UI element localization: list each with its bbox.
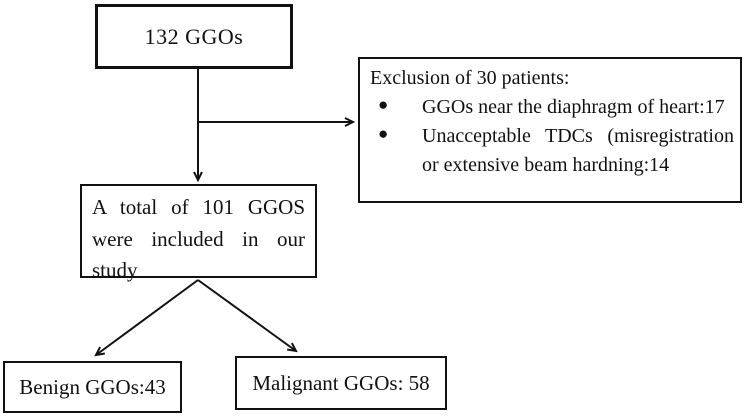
node-total-label: 132 GGOs bbox=[144, 23, 244, 49]
arrow-included-to-benign bbox=[94, 279, 199, 357]
exclusion-bullet-item: ● Unacceptable TDCs (misregistration or … bbox=[370, 122, 734, 180]
bullet-icon: ● bbox=[378, 95, 389, 114]
bullet-icon: ● bbox=[378, 124, 389, 143]
exclusion-bullet-item: ● GGOs near the diaphragm of heart:17 bbox=[370, 93, 734, 122]
node-benign: Benign GGOs:43 bbox=[3, 361, 182, 413]
node-total-ggos: 132 GGOs bbox=[95, 4, 293, 69]
exclusion-bullet-text: GGOs near the diaphragm of heart:17 bbox=[422, 96, 725, 118]
node-malignant-label: Malignant GGOs: 58 bbox=[252, 370, 430, 395]
node-included-label: A total of 101 GGOS were included in our… bbox=[92, 195, 305, 282]
exclusion-title: Exclusion of 30 patients: bbox=[370, 67, 570, 89]
node-included: A total of 101 GGOS were included in our… bbox=[80, 184, 317, 282]
exclusion-bullet-list: ● GGOs near the diaphragm of heart:17 ● … bbox=[370, 93, 734, 180]
arrow-included-to-malignant bbox=[197, 279, 298, 353]
node-benign-label: Benign GGOs:43 bbox=[19, 374, 166, 399]
node-exclusion: Exclusion of 30 patients: ● GGOs near th… bbox=[358, 57, 742, 203]
exclusion-bullet-text: Unacceptable TDCs (misregistration or ex… bbox=[422, 125, 734, 176]
node-malignant: Malignant GGOs: 58 bbox=[235, 356, 447, 410]
